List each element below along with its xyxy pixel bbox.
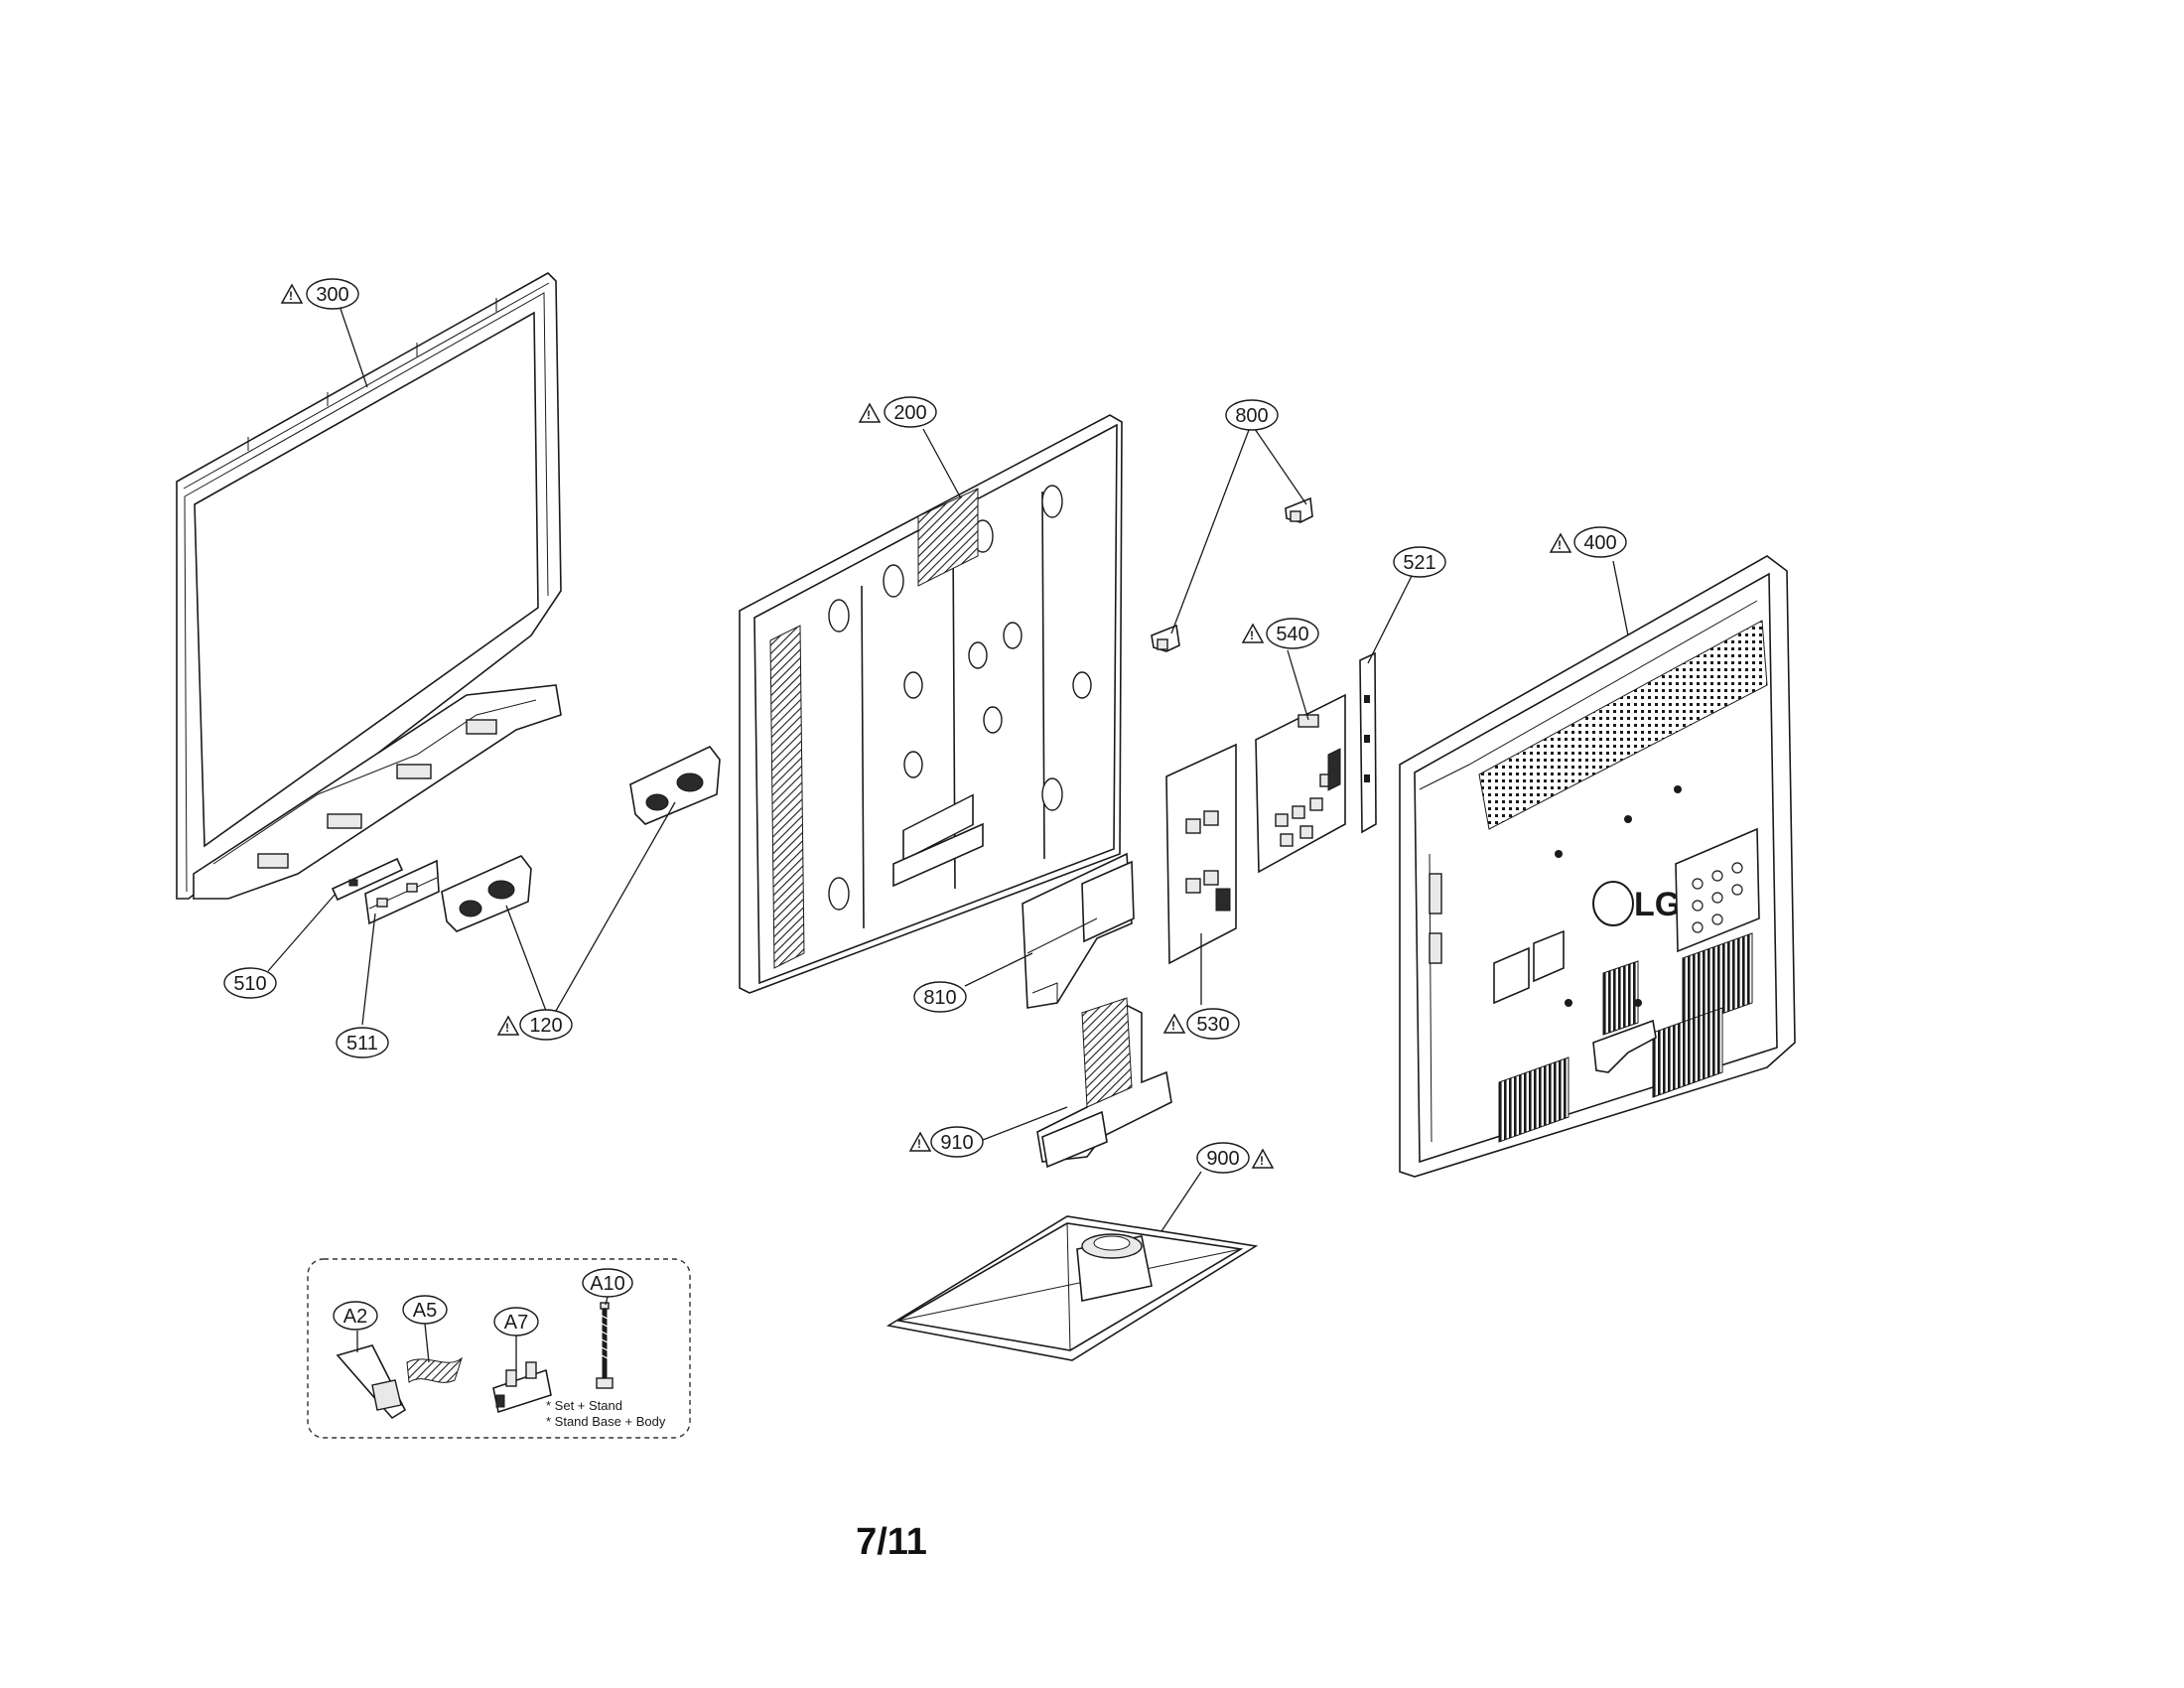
accessory-note-2: * Stand Base + Body (546, 1414, 666, 1429)
pcb-mounting-bracket (1022, 852, 1135, 1009)
callout-200: ! 200 (858, 396, 937, 428)
svg-text:!: ! (1171, 1019, 1175, 1033)
svg-text:!: ! (289, 289, 293, 303)
svg-text:A2: A2 (343, 1306, 367, 1328)
svg-text:900: 900 (1206, 1148, 1239, 1170)
svg-text:A5: A5 (413, 1300, 437, 1322)
leader-lines (267, 305, 1629, 1232)
callout-530: ! 530 (1162, 1008, 1240, 1040)
svg-text:510: 510 (233, 973, 266, 995)
callout-a2: A2 (333, 1301, 378, 1331)
lg-logo: LG (1592, 881, 1681, 926)
svg-text:521: 521 (1403, 552, 1435, 574)
callout-510: 510 (223, 967, 277, 999)
svg-text:810: 810 (923, 987, 956, 1009)
ir-board (331, 857, 404, 902)
svg-text:530: 530 (1196, 1014, 1229, 1036)
lcd-module (739, 414, 1123, 994)
key-board (364, 859, 440, 925)
main-board (1255, 693, 1346, 874)
svg-text:LG: LG (1634, 886, 1681, 923)
power-board (1165, 743, 1237, 965)
stand-body (1036, 997, 1172, 1169)
svg-text:A7: A7 (504, 1312, 528, 1334)
accessory-a5-part (406, 1356, 463, 1383)
callout-120: ! 120 (496, 1009, 573, 1041)
callout-a10: A10 (582, 1268, 633, 1298)
page-number: 7/11 (856, 1521, 927, 1563)
stand-base (886, 1215, 1259, 1361)
back-cover: LG (1399, 555, 1796, 1178)
svg-text:120: 120 (529, 1015, 562, 1037)
callout-800: 800 (1225, 399, 1279, 431)
svg-text:!: ! (1558, 538, 1562, 552)
callout-540: ! 540 (1241, 618, 1319, 649)
callout-a7: A7 (493, 1307, 539, 1336)
svg-text:!: ! (867, 408, 871, 422)
svg-text:A10: A10 (590, 1273, 625, 1295)
callout-900: 900 ! (1196, 1142, 1275, 1174)
callout-300: ! 300 (280, 278, 359, 310)
svg-text:511: 511 (346, 1033, 378, 1055)
accessory-a10-screw (596, 1302, 614, 1389)
accessory-note-1: * Set + Stand (546, 1398, 622, 1413)
svg-text:!: ! (917, 1137, 921, 1151)
svg-text:300: 300 (316, 284, 348, 306)
svg-text:!: ! (1250, 629, 1254, 642)
accessory-a2-part (336, 1344, 407, 1420)
front-cabinet-bezel (176, 272, 562, 900)
callout-511: 511 (336, 1027, 389, 1058)
speaker-right (629, 746, 721, 825)
svg-text:910: 910 (940, 1132, 973, 1154)
callout-810: 810 (913, 981, 967, 1013)
svg-text:400: 400 (1583, 532, 1616, 554)
callouts: ! 300 ! 200 800 ! 400 521 ! 5 (223, 278, 1627, 1336)
callout-a5: A5 (402, 1295, 448, 1325)
svg-text:540: 540 (1276, 624, 1308, 645)
accessory-a7-part (492, 1361, 552, 1414)
svg-text:800: 800 (1235, 405, 1268, 427)
callout-910: ! 910 (908, 1126, 984, 1158)
speaker-left (441, 855, 532, 932)
side-io-bracket (1359, 651, 1377, 834)
svg-text:!: ! (1260, 1154, 1264, 1168)
accessory-box: * Set + Stand * Stand Base + Body (307, 1258, 691, 1439)
callout-521: 521 (1393, 546, 1446, 578)
svg-text:!: ! (505, 1021, 509, 1035)
svg-text:200: 200 (893, 402, 926, 424)
callout-400: ! 400 (1549, 526, 1627, 558)
